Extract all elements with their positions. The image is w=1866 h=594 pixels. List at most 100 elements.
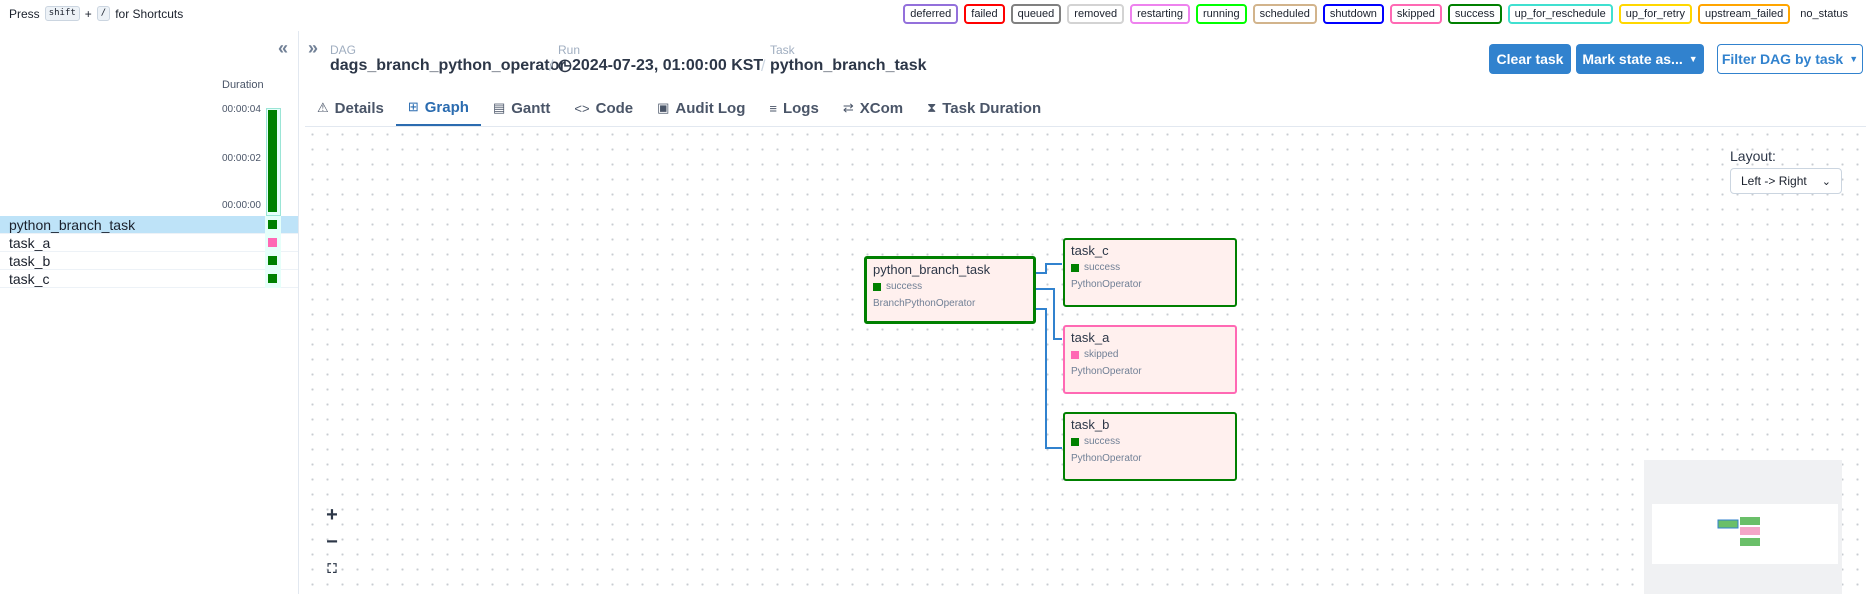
- graph-node-task_c[interactable]: task_c success PythonOperator: [1063, 238, 1237, 307]
- tab-gantt[interactable]: ▤ Gantt: [481, 90, 562, 126]
- layout-label: Layout:: [1730, 148, 1776, 164]
- legend-scheduled[interactable]: scheduled: [1252, 4, 1317, 24]
- breadcrumb-run-value-wrap[interactable]: ◷2024-07-23, 01:00:00 KST: [558, 56, 763, 76]
- graph-node-task_a[interactable]: task_a skipped PythonOperator: [1063, 325, 1237, 394]
- clock-icon: ◷: [558, 57, 572, 74]
- edge-branch-to-task_c: [1035, 263, 1062, 274]
- graph-node-python_branch_task[interactable]: python_branch_task success BranchPythonO…: [864, 256, 1036, 324]
- node-operator: PythonOperator: [1071, 366, 1142, 377]
- node-name: python_branch_task: [873, 262, 991, 277]
- gantt-icon: ▤: [492, 100, 506, 115]
- task-row-task_b[interactable]: task_b: [0, 252, 298, 270]
- layout-select-value: Left -> Right: [1741, 174, 1807, 188]
- task-instance-square[interactable]: [268, 238, 277, 247]
- legend-skipped[interactable]: skipped: [1389, 4, 1442, 24]
- status-square-icon: [1071, 438, 1079, 446]
- chevron-down-icon: ⌄: [1821, 175, 1831, 188]
- hourglass-icon: ⧗: [927, 100, 937, 115]
- task-instance-square[interactable]: [268, 220, 277, 229]
- task-instance-square[interactable]: [268, 274, 277, 283]
- minimap-node-task_b: [1740, 538, 1760, 546]
- double-chevron-left-icon[interactable]: «: [278, 38, 289, 58]
- caret-down-icon: ▼: [1849, 54, 1859, 64]
- shift-key: shift: [44, 6, 80, 21]
- tab-label: Graph: [424, 98, 469, 116]
- task-row-python_branch_task[interactable]: python_branch_task: [0, 216, 298, 234]
- breadcrumb-task[interactable]: Task python_branch_task: [770, 44, 926, 76]
- list-icon: ≡: [769, 100, 777, 116]
- duration-tick-bottom: 00:00:00: [222, 200, 261, 211]
- legend-up_for_retry[interactable]: up_for_retry: [1618, 4, 1693, 24]
- node-name: task_a: [1071, 330, 1110, 345]
- status-square-icon: [873, 283, 881, 291]
- grid-panel: [0, 31, 299, 594]
- node-operator: BranchPythonOperator: [873, 298, 976, 309]
- legend-running[interactable]: running: [1195, 4, 1247, 24]
- minimap-node-task_c: [1740, 517, 1760, 525]
- breadcrumb-dag[interactable]: DAG dags_branch_python_operator: [330, 44, 566, 76]
- legend-queued[interactable]: queued: [1010, 4, 1062, 24]
- tab-logs[interactable]: ≡ Logs: [757, 90, 830, 126]
- tab-details[interactable]: ⚠ Details: [305, 90, 396, 126]
- legend-upstream_failed[interactable]: upstream_failed: [1698, 4, 1791, 24]
- double-chevron-right-icon[interactable]: »: [308, 38, 319, 58]
- duration-label: Duration: [222, 79, 264, 91]
- legend-shutdown[interactable]: shutdown: [1322, 4, 1384, 24]
- breadcrumb-dag-value[interactable]: dags_branch_python_operator: [330, 57, 566, 74]
- breadcrumb-run-value[interactable]: 2024-07-23, 01:00:00 KST: [571, 57, 764, 74]
- swap-icon: ⇄: [842, 100, 854, 115]
- status-square-icon: [1071, 351, 1079, 359]
- node-name: task_c: [1071, 243, 1109, 258]
- graph-icon: ⊞: [407, 99, 419, 114]
- node-state: success: [886, 281, 923, 292]
- tab-task-duration[interactable]: ⧗ Task Duration: [915, 90, 1053, 126]
- task-instance-square[interactable]: [268, 256, 277, 265]
- breadcrumb-run-label: Run: [558, 43, 581, 57]
- mark-state-button[interactable]: Mark state as... ▼: [1576, 44, 1704, 74]
- legend-restarting[interactable]: restarting: [1130, 4, 1190, 24]
- node-state: success: [1084, 262, 1121, 273]
- node-status: success: [1071, 435, 1229, 449]
- filter-dag-button[interactable]: Filter DAG by task ▼: [1717, 44, 1863, 74]
- zoom-in-button[interactable]: +: [326, 503, 338, 526]
- breadcrumb-task-value[interactable]: python_branch_task: [770, 57, 927, 74]
- breadcrumb-separator: /: [549, 58, 554, 75]
- tab-label: Task Duration: [942, 99, 1042, 117]
- legend-failed[interactable]: failed: [964, 4, 1005, 24]
- clear-task-label: Clear task: [1496, 51, 1564, 67]
- edge-branch-to-task_b: [1035, 308, 1062, 449]
- duration-bar[interactable]: [268, 110, 277, 212]
- minimap-nodes: [1717, 517, 1760, 546]
- legend-no_status[interactable]: no_status: [1800, 8, 1848, 20]
- fit-view-button[interactable]: ⛶: [327, 561, 337, 576]
- layout-select[interactable]: Left -> Right ⌄: [1730, 168, 1842, 194]
- legend-removed[interactable]: removed: [1067, 4, 1125, 24]
- tab-label: Gantt: [511, 99, 551, 117]
- tab-xcom[interactable]: ⇄ XCom: [831, 90, 915, 126]
- tab-audit-log[interactable]: ▣Audit Log: [645, 90, 757, 126]
- breadcrumb-dag-label: DAG: [330, 43, 357, 57]
- zoom-out-button[interactable]: −: [326, 530, 338, 553]
- task-row-task_c[interactable]: task_c: [0, 270, 298, 288]
- task-name: task_b: [9, 253, 51, 269]
- detail-tabs: ⚠ Details ⊞ Graph ▤ Gantt <>Code▣Audit Log ≡ Log…: [305, 90, 1053, 126]
- task-row-task_a[interactable]: task_a: [0, 234, 298, 252]
- legend-up_for_reschedule[interactable]: up_for_reschedule: [1507, 4, 1613, 24]
- tab-label: XCom: [859, 99, 904, 117]
- legend-deferred[interactable]: deferred: [903, 4, 959, 24]
- shortcut-suffix: for Shortcuts: [115, 6, 184, 21]
- tab-label: Details: [334, 99, 384, 117]
- legend-success[interactable]: success: [1447, 4, 1502, 24]
- warning-icon: ⚠: [317, 100, 329, 115]
- tab-code[interactable]: <>Code: [562, 90, 645, 126]
- shortcut-press-text: Press: [9, 6, 40, 21]
- tab-graph[interactable]: ⊞ Graph: [395, 90, 481, 126]
- breadcrumb-run[interactable]: Run ◷2024-07-23, 01:00:00 KST: [558, 44, 763, 76]
- node-name: task_b: [1071, 417, 1110, 432]
- tab-label: Logs: [782, 99, 819, 117]
- clear-task-button[interactable]: Clear task: [1489, 44, 1571, 74]
- graph-node-task_b[interactable]: task_b success PythonOperator: [1063, 412, 1237, 481]
